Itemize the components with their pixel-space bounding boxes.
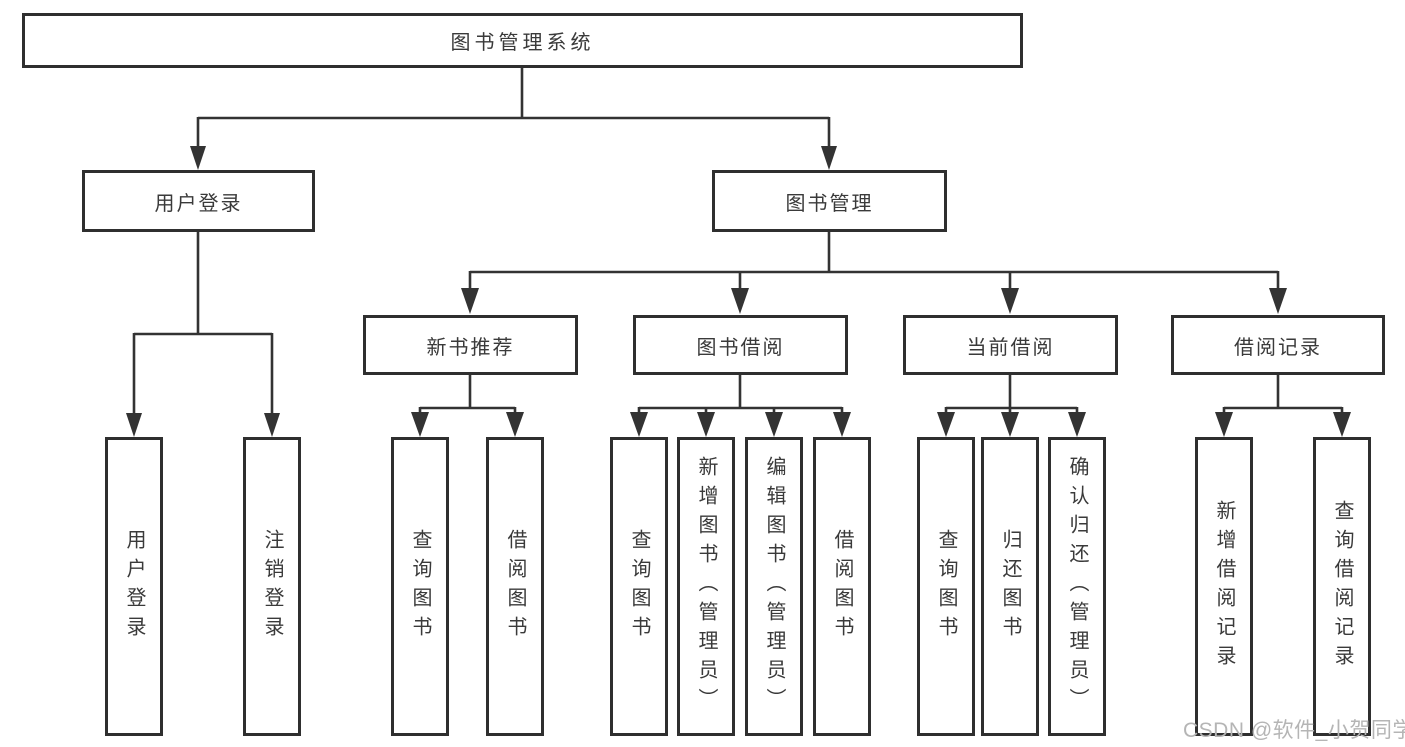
arrow-down-icon [1269,288,1287,314]
arrow-down-icon [833,412,851,437]
node-borrow-records: 借阅记录 [1171,315,1385,375]
node-leaf-borrow-books-recommend: 借阅图书 [486,437,544,736]
node-leaf-query-books-current: 查询图书 [917,437,975,736]
arrow-down-icon [411,412,429,437]
arrow-down-icon [697,412,715,437]
node-leaf-query-books-borrow: 查询图书 [610,437,668,736]
arrow-down-icon [1001,288,1019,314]
node-leaf-borrow-books: 借阅图书 [813,437,871,736]
node-leaf-add-books-admin: 新增图书（管理员） [677,437,735,736]
arrow-down-icon [1215,412,1233,437]
node-leaf-add-borrow-record: 新增借阅记录 [1195,437,1253,736]
arrow-down-icon [731,288,749,314]
arrow-down-icon [937,412,955,437]
arrow-down-icon [126,413,142,437]
arrow-down-icon [506,412,524,437]
arrow-down-icon [765,412,783,437]
node-book-management: 图书管理 [712,170,947,232]
node-leaf-confirm-return-admin: 确认归还（管理员） [1048,437,1106,736]
node-leaf-query-books-recommend: 查询图书 [391,437,449,736]
arrow-down-icon [1333,412,1351,437]
arrow-down-icon [821,146,837,170]
arrow-down-icon [461,288,479,314]
node-leaf-edit-books-admin: 编辑图书（管理员） [745,437,803,736]
arrow-down-icon [1001,412,1019,437]
csdn-watermark: CSDN @软件_小贺同学 [1183,719,1405,742]
arrow-down-icon [264,413,280,437]
arrow-down-icon [630,412,648,437]
node-new-book-recommend: 新书推荐 [363,315,578,375]
node-book-borrow: 图书借阅 [633,315,848,375]
node-leaf-user-login: 用户登录 [105,437,163,736]
node-leaf-return-books: 归还图书 [981,437,1039,736]
node-current-borrow: 当前借阅 [903,315,1118,375]
node-library-system: 图书管理系统 [22,13,1023,68]
node-leaf-query-borrow-record: 查询借阅记录 [1313,437,1371,736]
node-leaf-logout: 注销登录 [243,437,301,736]
arrow-down-icon [1068,412,1086,437]
node-user-login-module: 用户登录 [82,170,315,232]
arrow-down-icon [190,146,206,170]
